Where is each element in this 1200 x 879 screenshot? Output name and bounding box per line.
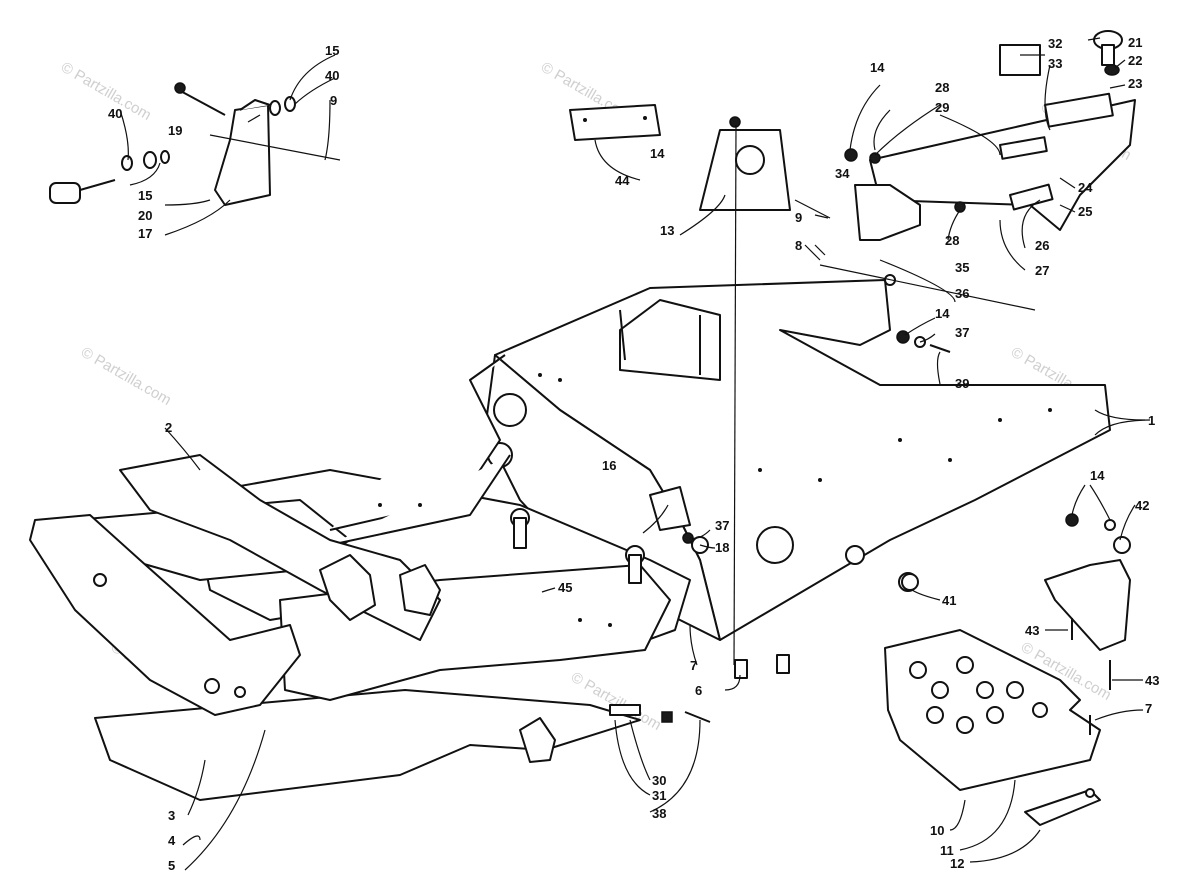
callout-14c: 14 xyxy=(935,306,950,321)
strap-12 xyxy=(1024,788,1101,826)
callout-9: 9 xyxy=(795,210,802,225)
callout-40b: 40 xyxy=(108,106,122,121)
callouts: 1 2 3 4 5 6 7 7 8 9 9 10 11 12 13 14 14 … xyxy=(108,35,1159,873)
callout-10: 10 xyxy=(930,823,944,838)
callout-34: 34 xyxy=(835,166,850,181)
skid-plate xyxy=(884,629,1101,791)
callout-15b: 15 xyxy=(138,188,152,203)
callout-7: 7 xyxy=(690,658,697,673)
callout-9b: 9 xyxy=(330,93,337,108)
callout-44: 44 xyxy=(615,173,630,188)
suspension-mounts xyxy=(319,554,556,763)
front-frame xyxy=(74,354,691,701)
callout-3: 3 xyxy=(168,808,175,823)
callout-5: 5 xyxy=(168,858,175,873)
callout-2: 2 xyxy=(165,420,172,435)
callout-22: 22 xyxy=(1128,53,1142,68)
plate-44 xyxy=(569,104,661,141)
callout-37b: 37 xyxy=(715,518,729,533)
callout-24: 24 xyxy=(1078,180,1093,195)
callout-28a: 28 xyxy=(935,80,949,95)
callout-21: 21 xyxy=(1128,35,1142,50)
callout-13: 13 xyxy=(660,223,674,238)
callout-35: 35 xyxy=(955,260,969,275)
bolts-upper-left xyxy=(49,82,341,204)
callout-17: 17 xyxy=(138,226,152,241)
callout-31: 31 xyxy=(652,788,666,803)
watermark: © Partzilla.com xyxy=(58,59,154,124)
callout-26: 26 xyxy=(1035,238,1049,253)
callout-1: 1 xyxy=(1148,413,1155,428)
callout-38: 38 xyxy=(652,806,666,821)
bracket-42 xyxy=(1044,536,1131,651)
callout-43b: 43 xyxy=(1145,673,1159,688)
callout-6: 6 xyxy=(695,683,702,698)
callout-28b: 28 xyxy=(945,233,959,248)
callout-14a: 14 xyxy=(870,60,885,75)
callout-19: 19 xyxy=(168,123,182,138)
callout-43a: 43 xyxy=(1025,623,1039,638)
callout-23: 23 xyxy=(1128,76,1142,91)
callout-15a: 15 xyxy=(325,43,339,58)
knob-21 xyxy=(1093,30,1123,76)
bracket-17 xyxy=(214,99,271,206)
callout-12: 12 xyxy=(950,856,964,871)
callout-30: 30 xyxy=(652,773,666,788)
bracket-13 xyxy=(699,129,791,211)
callout-7b: 7 xyxy=(1145,701,1152,716)
callout-32: 32 xyxy=(1048,36,1062,51)
callout-16: 16 xyxy=(602,458,616,473)
callout-42: 42 xyxy=(1135,498,1149,513)
callout-45: 45 xyxy=(558,580,572,595)
callout-14d: 14 xyxy=(1090,468,1105,483)
callout-27: 27 xyxy=(1035,263,1049,278)
callout-14b: 14 xyxy=(650,146,665,161)
leader-lines xyxy=(119,37,1151,871)
callout-18: 18 xyxy=(715,540,729,555)
bracket-16 xyxy=(649,486,691,531)
callout-20: 20 xyxy=(138,208,152,223)
callout-25: 25 xyxy=(1078,204,1092,219)
watermark: © Partzilla.com xyxy=(78,344,174,409)
callout-29: 29 xyxy=(935,100,949,115)
callout-33: 33 xyxy=(1048,56,1062,71)
callout-37a: 37 xyxy=(955,325,969,340)
fasteners xyxy=(609,116,1116,735)
callout-11: 11 xyxy=(940,843,954,858)
callout-40a: 40 xyxy=(325,68,339,83)
belly-pan xyxy=(94,689,641,801)
upper-bracket-assembly xyxy=(854,44,1136,241)
callout-41: 41 xyxy=(942,593,956,608)
callout-39: 39 xyxy=(955,376,969,391)
callout-8: 8 xyxy=(795,238,802,253)
callout-36: 36 xyxy=(955,286,969,301)
callout-4: 4 xyxy=(168,833,176,848)
